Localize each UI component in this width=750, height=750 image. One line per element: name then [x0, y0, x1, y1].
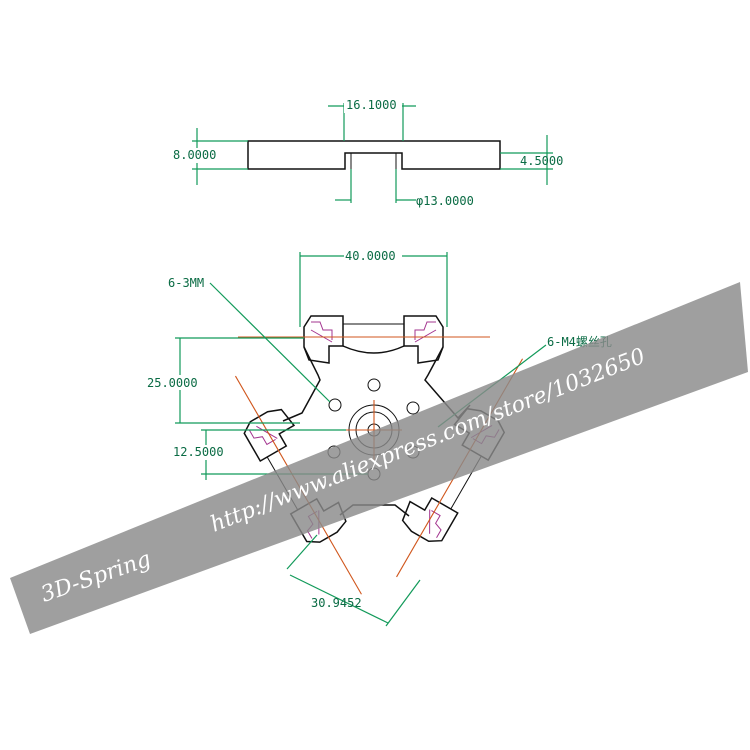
watermark: 3D-Spring http://www.aliexpress.com/stor… — [10, 282, 748, 634]
dim-label-40: 40.0000 — [345, 249, 396, 263]
dim-label-30-9: 30.9452 — [311, 596, 362, 610]
dim-25: 25.0000 — [146, 337, 304, 424]
dim-label-phi-13: φ13.0000 — [416, 194, 474, 208]
dim-phi-13: φ13.0000 — [335, 169, 474, 208]
dim-8-0: 8.0000 — [172, 128, 248, 185]
dim-label-12-5: 12.5000 — [173, 445, 224, 459]
body-edge-left — [282, 346, 321, 422]
dim-label-25: 25.0000 — [147, 376, 198, 390]
watermark-band — [10, 282, 748, 634]
dim-4-5: 4.5000 — [500, 135, 563, 185]
arm-top — [237, 315, 491, 364]
top-notch-arc — [342, 345, 405, 354]
dim-16-1: 16.1000 — [328, 98, 416, 141]
dim-label-16-1: 16.1000 — [346, 98, 397, 112]
callout-label-holes: 6-3MM — [168, 276, 204, 290]
callout-holes: 6-3MM — [168, 276, 331, 403]
dim-40: 40.0000 — [299, 248, 448, 327]
side-view-outline — [247, 140, 501, 170]
dim-30-9: 30.9452 — [286, 534, 421, 627]
dim-label-4-5: 4.5000 — [520, 154, 563, 168]
dim-label-8-0: 8.0000 — [173, 148, 216, 162]
side-view: 16.1000 8.0000 4.5000 φ13.0000 — [172, 98, 563, 208]
